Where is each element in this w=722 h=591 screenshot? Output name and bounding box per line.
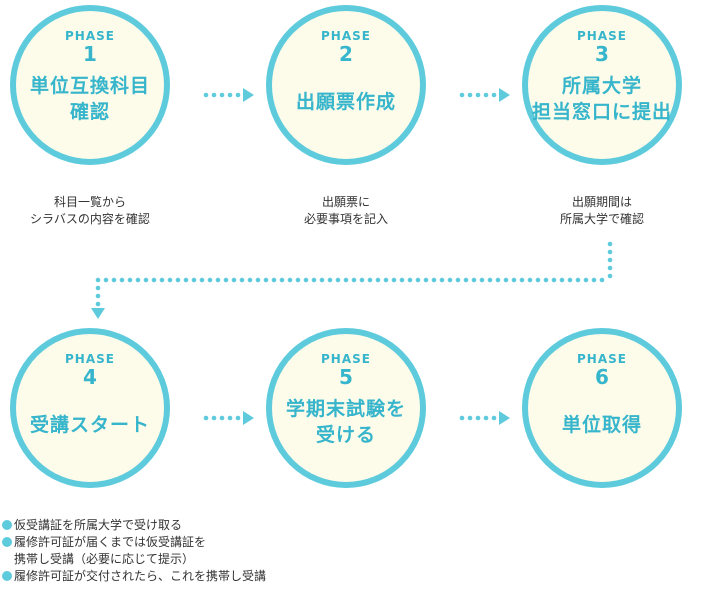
notes-list: 仮受講証を所属大学で受け取る 履修許可証が届くまでは仮受講証を 携帯し受講（必要… [2, 517, 266, 585]
note-item: 仮受講証を所属大学で受け取る [2, 517, 266, 534]
phase-number: 1 [83, 42, 97, 66]
phase-title: 所属大学 担当窓口に提出 [531, 75, 672, 123]
phase-3-description: 出願期間は 所属大学で確認 [559, 195, 644, 226]
phase-number: 6 [595, 365, 609, 389]
phase-number: 3 [595, 42, 609, 66]
phase-5-circle: PHASE 5 学期末試験を 受ける [266, 328, 426, 488]
phase-2-description: 出願票に 必要事項を記入 [303, 195, 388, 226]
phase-3-circle: PHASE 3 所属大学 担当窓口に提出 [522, 5, 682, 165]
phase-number: 5 [339, 365, 353, 389]
phase-label: PHASE [321, 352, 371, 366]
arrow-2-3 [459, 88, 510, 102]
phase-label: PHASE [577, 352, 627, 366]
phase-4-circle: PHASE 4 受講スタート [10, 328, 170, 488]
phase-title: 受講スタート [29, 414, 150, 436]
phase-title: 出願票作成 [295, 91, 396, 113]
phase-title: 学期末試験を 受ける [285, 398, 406, 446]
arrow-1-2 [203, 88, 254, 102]
phase-1-description: 科目一覧から シラバスの内容を確認 [30, 195, 150, 226]
arrow-3-4 [91, 241, 613, 319]
phase-number: 2 [339, 42, 353, 66]
bullet-dot-icon [2, 537, 12, 547]
phase-1-circle: PHASE 1 単位互換科目 確認 [10, 5, 170, 165]
bullet-dot-icon [2, 520, 12, 530]
note-item: 履修許可証が届くまでは仮受講証を 携帯し受講（必要に応じて提示） [2, 534, 266, 568]
phase-label: PHASE [321, 29, 371, 43]
phase-2-circle: PHASE 2 出願票作成 [266, 5, 426, 165]
note-item: 履修許可証が交付されたら、これを携帯し受講 [2, 568, 266, 585]
arrow-4-5 [203, 411, 254, 425]
arrow-5-6 [459, 411, 510, 425]
bullet-dot-icon [2, 571, 12, 581]
phase-6-circle: PHASE 6 単位取得 [522, 328, 682, 488]
phase-label: PHASE [65, 29, 115, 43]
phase-label: PHASE [577, 29, 627, 43]
phase-number: 4 [83, 365, 97, 389]
phase-title: 単位互換科目 確認 [29, 75, 150, 123]
phase-title: 単位取得 [561, 414, 642, 436]
phase-label: PHASE [65, 352, 115, 366]
